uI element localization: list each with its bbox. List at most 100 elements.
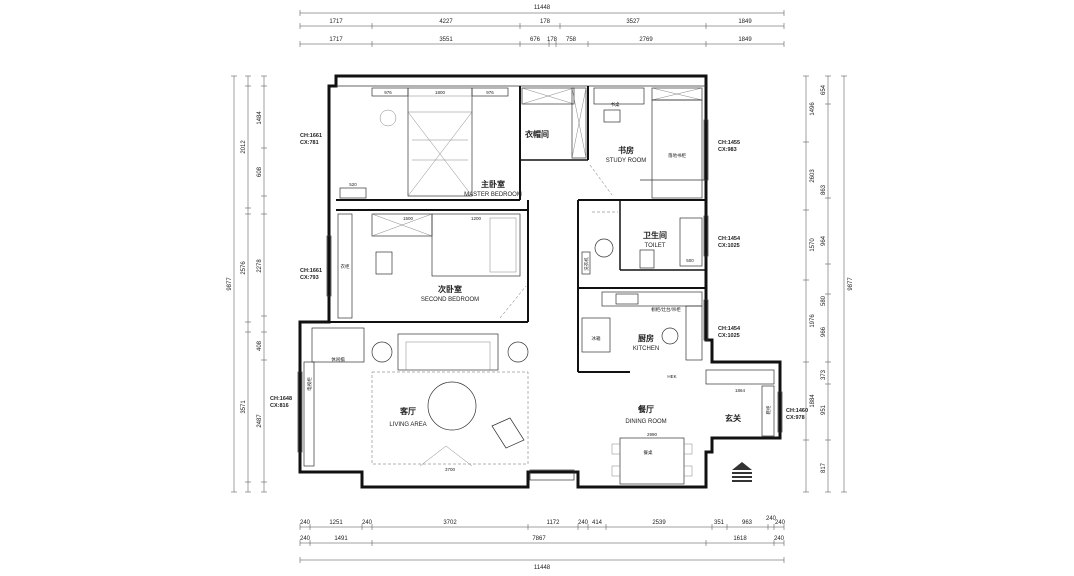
second-bed-dim-b: 1200: [471, 216, 482, 221]
bot-r2-1: 1491: [334, 536, 348, 542]
top-r2-3: 178: [547, 37, 558, 43]
vanity: [679, 217, 703, 267]
toilet-cx: CX:1025: [718, 243, 740, 249]
second-wardrobe-label: 衣柜: [341, 263, 350, 270]
side-table-right: [507, 341, 529, 363]
left-c2-1: 608: [257, 166, 263, 177]
lounge-chair: [491, 417, 525, 449]
shower: [594, 238, 614, 258]
bot-r1-2: 240: [362, 520, 373, 526]
entry-dim: 1864: [735, 388, 746, 393]
left-c1-2: 3571: [241, 400, 247, 414]
kitchen: 橱柜/灶台/吊柜 冰箱 厨房 KITCHEN HEK CH:1454 CX:10…: [581, 291, 741, 379]
second-cx: CX:793: [300, 275, 319, 281]
second-bed-dim-a: 1500: [403, 216, 414, 221]
bot-r1-11: 240: [775, 520, 786, 526]
sofa: [397, 333, 499, 371]
second-bedroom: 1500 1200 衣柜 次卧室 SECOND BEDROOM CH:1661 …: [300, 213, 527, 319]
bottom-cabinet: [529, 469, 575, 481]
bed-side-976a: 976: [384, 90, 392, 95]
washer-label: 洗衣机: [583, 257, 590, 271]
top-r2-6: 1849: [738, 37, 752, 43]
kitchen-side-counter: [685, 305, 703, 361]
left-c1-0: 2012: [241, 140, 247, 154]
top-r2-1: 3551: [439, 37, 453, 43]
top-total: 11448: [534, 5, 551, 11]
kitchen-en: KITCHEN: [633, 346, 659, 352]
study-cx: CX:983: [718, 147, 737, 153]
right-c2-2: 964: [821, 235, 827, 246]
shoe-label: 鞋柜: [765, 405, 772, 414]
kitchen-ch: CH:1454: [718, 326, 741, 332]
bot-r2-2: 7867: [532, 536, 546, 542]
master-bedroom-en: MASTER BEDROOM: [464, 192, 522, 198]
master-cabinet: [339, 187, 367, 199]
counter-label: 橱柜/灶台/吊柜: [651, 306, 681, 313]
toilet-bowl: [639, 249, 655, 269]
closet-cn: 衣帽间: [525, 129, 549, 139]
master-ch: CH:1661: [300, 133, 322, 139]
right-c1-1: 2603: [810, 169, 816, 183]
entry-ch: CH:1460: [786, 408, 808, 414]
bottom-dimensions: 240 1251 240 3702 1172 240 414 2539 351 …: [299, 516, 786, 571]
bot-total: 11448: [534, 565, 551, 571]
left-c2-3: 408: [257, 340, 263, 351]
right-c1-3: 1976: [810, 314, 816, 328]
right-c2-7: 817: [821, 462, 827, 473]
top-r1-4: 1849: [738, 19, 752, 25]
bot-r2-0: 240: [300, 536, 311, 542]
top-r1-2: 178: [540, 19, 551, 25]
study-cn: 书房: [618, 145, 634, 155]
master-cx: CX:781: [300, 140, 319, 146]
dining-entry: 2990 餐桌 餐厅 DINING ROOM 1864 鞋柜 玄关 CH:146…: [611, 369, 808, 485]
walk-in-closet: 衣帽间: [521, 87, 587, 159]
entry-cabinet: [705, 369, 775, 385]
master-bedroom: 976 1800 976 主卧室 MASTER BEDROOM 520 CH:1…: [300, 87, 522, 199]
bookcase-label: 落地书柜: [668, 152, 686, 159]
bot-r1-1: 1251: [329, 520, 343, 526]
top-dimensions: 11448 1717 4227 178 3527 1849 1717 3551 …: [299, 5, 785, 47]
bot-r1-7: 2539: [652, 520, 666, 526]
bed-side-976b: 976: [486, 90, 494, 95]
top-r1-3: 3527: [626, 19, 640, 25]
entrance-arrow-icon: [732, 462, 752, 482]
toilet-ch: CH:1454: [718, 236, 741, 242]
fridge-label: 冰箱: [592, 335, 601, 342]
right-c1-4: 1884: [810, 394, 816, 408]
bot-r2-3: 1618: [733, 536, 747, 542]
right-c2-4: 966: [821, 326, 827, 337]
left-c1-1: 2576: [241, 261, 247, 275]
windows: [297, 119, 783, 453]
right-c1-2: 1570: [810, 238, 816, 252]
toilet: 洗衣机 500 卫生间 TOILET CH:1454 CX:1025: [581, 211, 741, 275]
coffee-table: [427, 381, 477, 431]
bot-r1-10: 240: [766, 516, 777, 522]
interior-walls: [329, 86, 706, 373]
vanity-dim: 500: [686, 258, 694, 263]
master-bed: [407, 87, 473, 197]
right-c2-5: 373: [821, 369, 827, 380]
tv-cabinet-label: 电视柜: [306, 377, 313, 391]
top-r2-4: 758: [566, 37, 577, 43]
top-r2-2: 676: [530, 37, 541, 43]
right-dimensions: 1496 2603 1570 1976 1884 654 863 964 580…: [803, 75, 854, 493]
stove: [615, 293, 639, 305]
bot-r1-5: 240: [578, 520, 589, 526]
second-wardrobe-side: [337, 213, 353, 319]
second-bed: [431, 213, 521, 277]
living-cn: 客厅: [399, 406, 416, 416]
bed-width-1800: 1800: [435, 90, 446, 95]
bot-r1-0: 240: [300, 520, 311, 526]
armchair: [379, 109, 397, 127]
left-c2-2: 2278: [257, 259, 263, 273]
bot-r1-4: 1172: [547, 520, 561, 526]
top-r2-5: 2769: [639, 37, 653, 43]
left-c2-4: 2487: [257, 414, 263, 428]
second-bedroom-cn: 次卧室: [438, 284, 462, 294]
window-dim-3700: 3700: [445, 467, 456, 472]
study-en: STUDY ROOM: [606, 158, 647, 164]
kitchen-dim: HEK: [667, 374, 676, 379]
dining-chair: [661, 327, 679, 345]
living-ch: CH:1648: [270, 396, 292, 402]
top-r2-0: 1717: [329, 37, 343, 43]
